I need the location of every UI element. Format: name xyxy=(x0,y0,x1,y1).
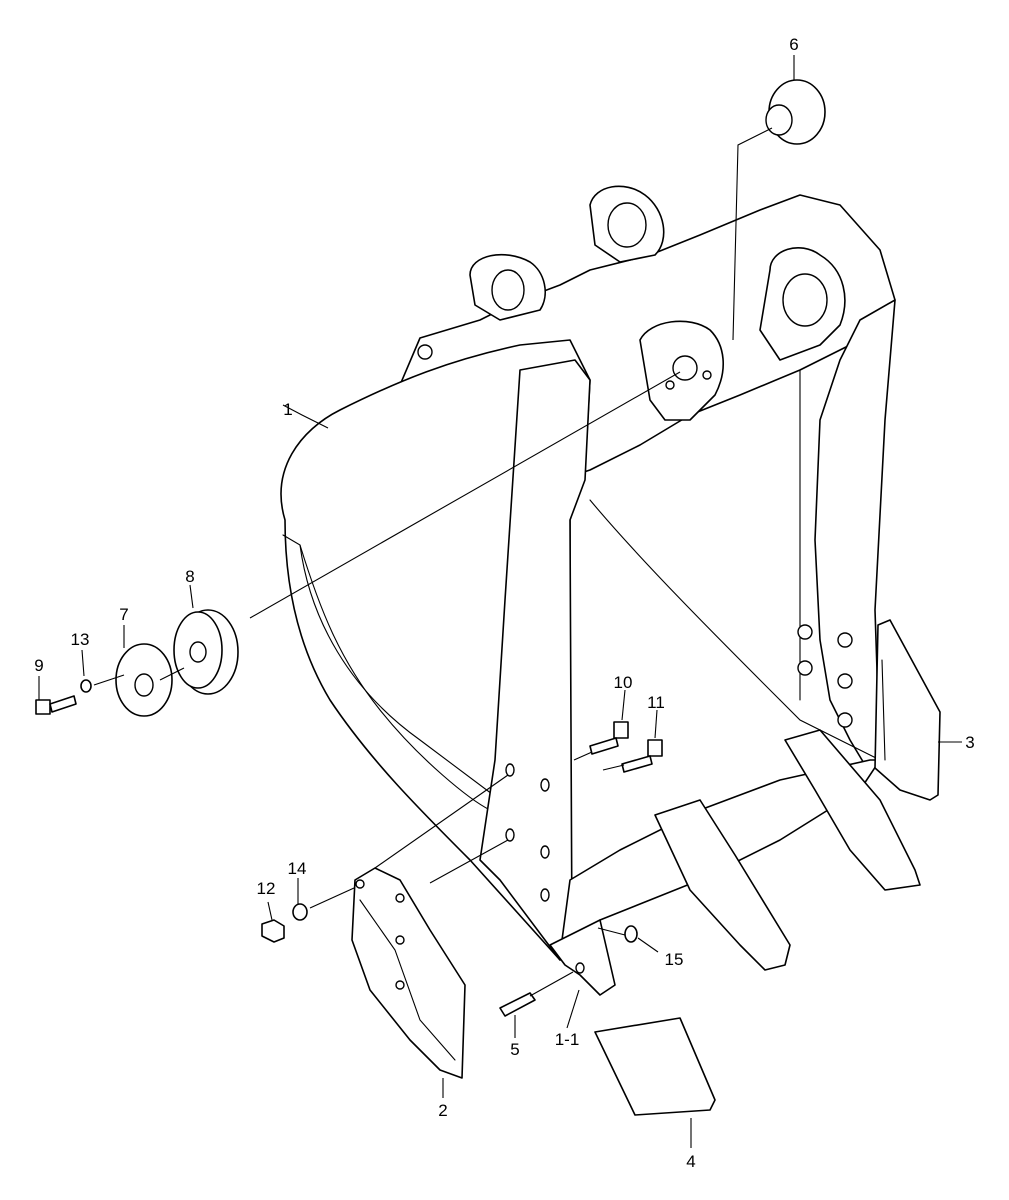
callout-14: 14 xyxy=(288,859,307,878)
tooth-adapter xyxy=(549,919,616,996)
bolt-9 xyxy=(35,695,77,715)
callout-5: 5 xyxy=(510,1040,519,1059)
callout-15: 15 xyxy=(665,950,684,969)
bushing xyxy=(765,79,826,145)
callout-1: 1 xyxy=(283,400,292,419)
callout-13: 13 xyxy=(71,630,90,649)
washer-14 xyxy=(292,903,308,921)
washer-13 xyxy=(80,679,92,693)
callout-11: 11 xyxy=(647,693,665,712)
callout-10: 10 xyxy=(614,673,633,692)
callout-3: 3 xyxy=(965,733,974,752)
callout-2: 2 xyxy=(438,1101,447,1120)
bolt-11 xyxy=(621,739,663,773)
side-washer-plate xyxy=(115,643,173,717)
side-cutter-left xyxy=(351,867,466,1079)
boss-ring xyxy=(173,609,239,695)
callout-9: 9 xyxy=(34,656,43,675)
callouts: 6 1 8 7 13 9 10 11 3 12 14 15 5 1-1 2 4 xyxy=(34,35,974,1171)
leader-lines xyxy=(38,55,962,1148)
washer-15 xyxy=(624,925,638,943)
side-cutter-right xyxy=(874,619,941,801)
callout-12: 12 xyxy=(257,879,276,898)
callout-7: 7 xyxy=(119,605,128,624)
callout-1-1: 1-1 xyxy=(555,1030,580,1049)
bucket-teeth xyxy=(594,729,921,1116)
pin-5 xyxy=(499,992,536,1017)
nut-12 xyxy=(261,919,285,943)
callout-6: 6 xyxy=(789,35,798,54)
bolt-10 xyxy=(589,721,629,755)
callout-8: 8 xyxy=(185,567,194,586)
callout-4: 4 xyxy=(686,1152,695,1171)
bucket-body xyxy=(280,185,896,961)
